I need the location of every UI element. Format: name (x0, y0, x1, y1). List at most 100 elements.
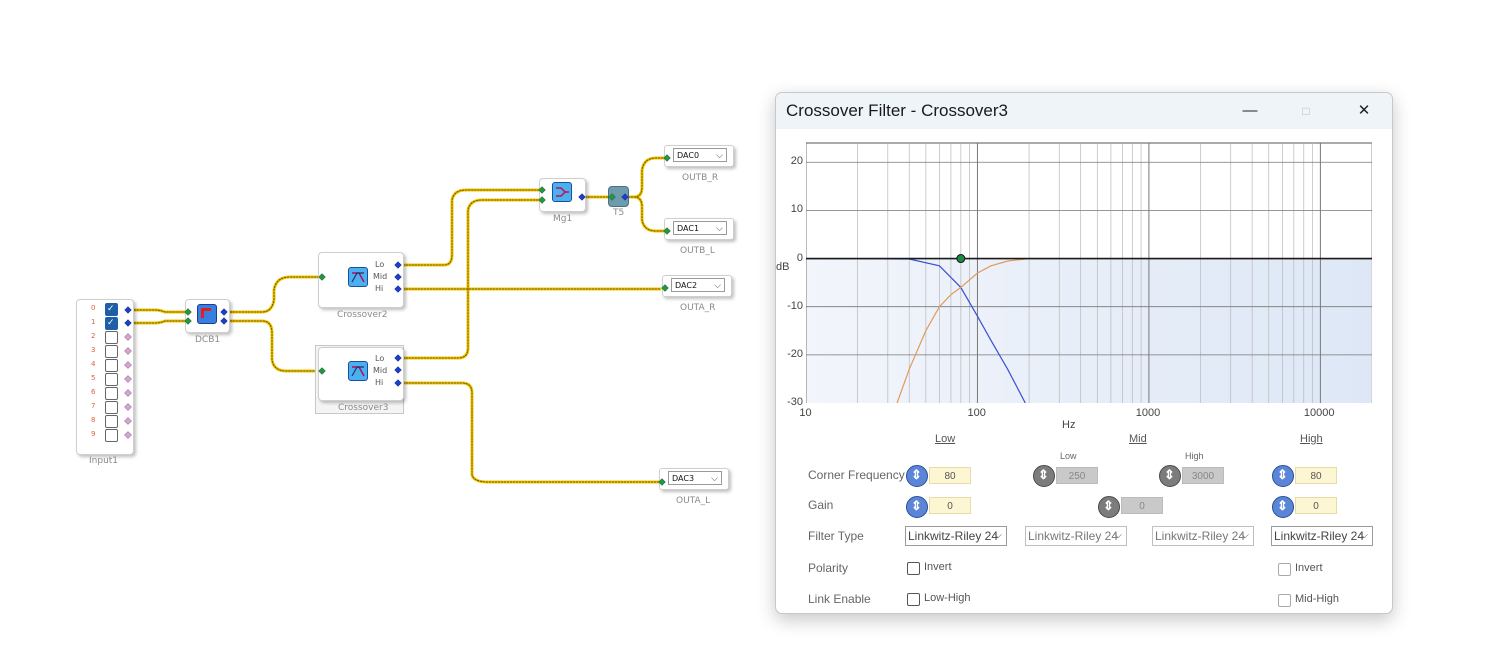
low-gain-input[interactable]: 0 (929, 497, 971, 514)
wire-center (223, 320, 323, 372)
x-tick-label: 10000 (1303, 407, 1335, 419)
crossover2-port-lo: Lo (375, 260, 385, 269)
input-channel-checkbox[interactable] (105, 415, 118, 428)
input-channel-checkbox[interactable] (105, 303, 118, 316)
t-block[interactable] (608, 186, 629, 207)
crossover-filter-dialog: Crossover Filter - Crossover3 — □ ✕ Low … (775, 92, 1393, 614)
high-invert-label: Invert (1295, 562, 1323, 574)
low-high-link-checkbox[interactable] (907, 593, 920, 606)
low-invert-checkbox[interactable] (907, 562, 920, 575)
response-fill (806, 258, 1372, 403)
input-channel-checkbox[interactable] (105, 345, 118, 358)
low-filter-type-select[interactable]: Linkwitz-Riley 24⌵ (905, 526, 1007, 546)
mid-gain-input[interactable]: 0 (1121, 497, 1163, 514)
mid-low-filter-type-select[interactable]: Linkwitz-Riley 24⌵ (1025, 526, 1127, 546)
dialog-titlebar[interactable]: Crossover Filter - Crossover3 — □ ✕ (776, 93, 1392, 129)
high-frequency-input[interactable]: 80 (1295, 467, 1337, 484)
wire (623, 156, 670, 199)
corner-frequency-label: Corner Frequency (808, 468, 905, 482)
dac-block[interactable]: DAC3⌵ (659, 468, 729, 490)
dac-select[interactable]: DAC0⌵ (673, 148, 727, 162)
high-invert-checkbox[interactable] (1278, 563, 1291, 576)
input-channel-number: 7 (91, 402, 96, 410)
input-channel-checkbox[interactable] (105, 401, 118, 414)
dac-output-label: OUTB_L (680, 246, 715, 256)
dac-value: DAC0 (677, 151, 700, 160)
wire-center (133, 309, 189, 313)
dac-select[interactable]: DAC1⌵ (673, 221, 727, 235)
wire (398, 198, 544, 360)
dac-select[interactable]: DAC3⌵ (668, 471, 722, 485)
chevron-down-icon: ⌵ (714, 281, 721, 291)
dac-block[interactable]: DAC2 ⌵ (662, 275, 732, 297)
crossover-icon (348, 361, 368, 381)
close-button[interactable]: ✕ (1357, 102, 1371, 119)
chevron-down-icon: ⌵ (1360, 530, 1368, 541)
input-channel-checkbox[interactable] (105, 373, 118, 386)
frequency-response-chart[interactable] (806, 141, 1372, 403)
low-frequency-input[interactable]: 80 (929, 467, 971, 484)
input-channel-checkbox[interactable] (105, 331, 118, 344)
high-gain-input[interactable]: 0 (1295, 497, 1337, 514)
filter-type-value: Linkwitz-Riley 24 (1155, 529, 1246, 543)
wire-center (624, 157, 669, 198)
wires (132, 156, 670, 484)
input-channel-checkbox[interactable] (105, 387, 118, 400)
minimize-button[interactable]: — (1242, 102, 1258, 119)
column-high: High (1300, 433, 1323, 445)
x-tick-label: 100 (967, 407, 986, 419)
dac-value: DAC3 (672, 474, 695, 483)
dcb-block-label: DCB1 (195, 335, 221, 345)
input-block-label: Input1 (89, 456, 119, 466)
wire (222, 275, 324, 314)
maximize-button[interactable]: □ (1302, 104, 1310, 118)
merge-icon (552, 182, 572, 202)
link-enable-label: Link Enable (808, 592, 871, 606)
input-channel-checkbox[interactable] (105, 429, 118, 442)
input-channel-checkbox[interactable] (105, 359, 118, 372)
dac-block[interactable]: DAC1⌵ (664, 218, 734, 240)
dac-value: DAC2 (675, 281, 698, 290)
crossover3-port-lo: Lo (375, 354, 385, 363)
wire-center (624, 196, 669, 232)
dac-block[interactable]: DAC0⌵ (664, 145, 734, 167)
dac-select[interactable]: DAC2 ⌵ (671, 278, 725, 292)
wire-center (399, 189, 543, 266)
crossover-icon (348, 267, 368, 287)
mid-high-frequency-input[interactable]: 3000 (1182, 467, 1224, 484)
input-channel-number: 1 (91, 318, 96, 326)
chevron-down-icon: ⌵ (1114, 530, 1122, 541)
low-high-link-label: Low-High (924, 592, 971, 604)
wire-center (133, 320, 189, 324)
crossover-point-marker[interactable] (956, 254, 966, 264)
wire (398, 381, 664, 484)
crossover3-port-mid: Mid (373, 366, 388, 375)
mid-high-filter-type-select[interactable]: Linkwitz-Riley 24⌵ (1152, 526, 1254, 546)
chevron-down-icon: ⌵ (1241, 530, 1249, 541)
mid-high-link-checkbox[interactable] (1278, 594, 1291, 607)
high-filter-type-select[interactable]: Linkwitz-Riley 24⌵ (1271, 526, 1373, 546)
x-tick-label: 1000 (1135, 407, 1161, 419)
y-tick-label: -20 (787, 347, 803, 360)
high-frequency-knob[interactable] (1272, 465, 1294, 487)
input-channel-checkbox[interactable] (105, 317, 118, 330)
t-block-label: T5 (613, 208, 625, 218)
schematic-canvas[interactable]: 0123456789 Input1 DCB1 Lo Mid Hi Crossov… (0, 0, 760, 646)
high-gain-knob[interactable] (1272, 496, 1294, 518)
wire (222, 319, 324, 373)
mid-high-sublabel: High (1185, 451, 1204, 461)
mid-low-frequency-input[interactable]: 250 (1056, 467, 1098, 484)
dac-output-label: OUTA_L (676, 496, 711, 506)
mid-high-frequency-knob[interactable] (1159, 465, 1181, 487)
x-axis-label: Hz (1062, 419, 1076, 431)
mid-gain-knob[interactable] (1098, 496, 1120, 518)
y-tick-label: -10 (787, 299, 803, 312)
y-tick-label: 0 (796, 251, 803, 264)
dac-output-label: OUTA_R (680, 303, 716, 313)
low-gain-knob[interactable] (906, 496, 928, 518)
polarity-label: Polarity (808, 561, 849, 575)
input-channel-number: 0 (91, 304, 96, 312)
filter-type-value: Linkwitz-Riley 24 (908, 529, 999, 543)
low-frequency-knob[interactable] (906, 465, 928, 487)
mid-low-frequency-knob[interactable] (1033, 465, 1055, 487)
